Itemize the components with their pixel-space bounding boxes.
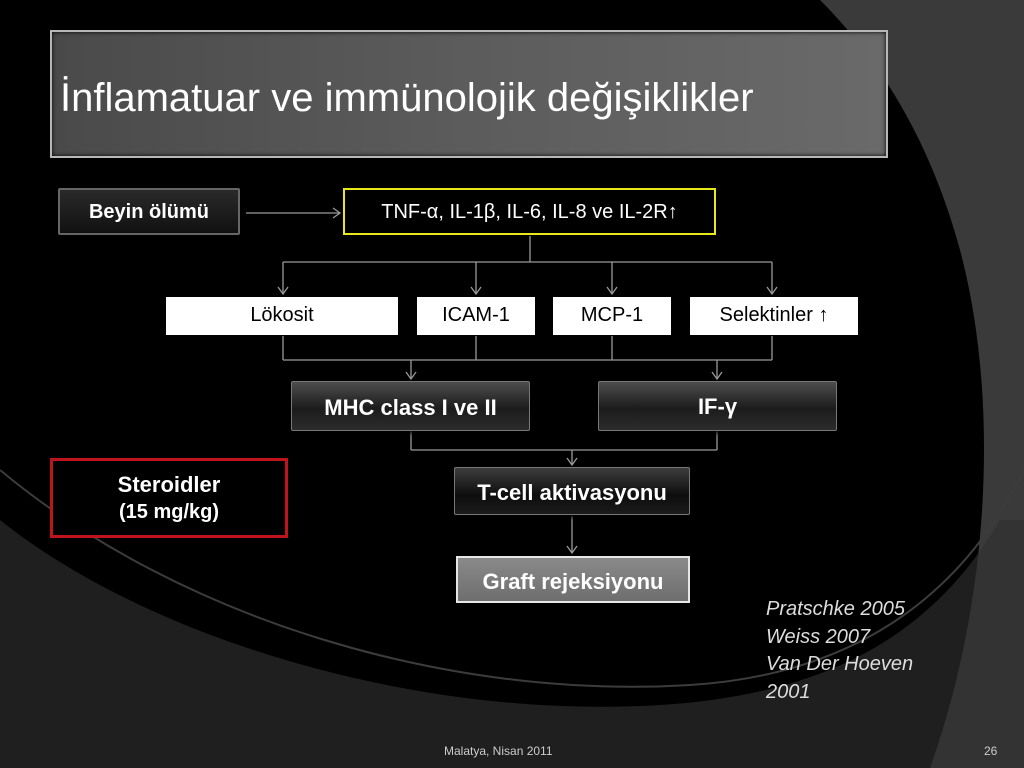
cytokines-label: TNF-α, IL-1β, IL-6, IL-8 ve IL-2R↑	[381, 201, 678, 223]
title-bar: İnflamatuar ve immünolojik değişiklikler	[50, 30, 888, 158]
footer-text: Malatya, Nisan 2011	[444, 744, 553, 758]
marker-label: Selektinler ↑	[719, 304, 829, 326]
marker-label: MCP-1	[580, 304, 644, 326]
mhc-box: MHC class I ve II	[291, 381, 530, 431]
marker-selektinler: Selektinler ↑	[690, 297, 858, 335]
page-number: 26	[984, 744, 998, 758]
reference-item: Pratschke 2005	[766, 598, 905, 620]
mhc-label: MHC class I ve II	[324, 395, 497, 420]
marker-icam1: ICAM-1	[417, 297, 535, 335]
reference-item: Van Der Hoeven	[766, 653, 914, 675]
brain-death-label: Beyin ölümü	[88, 201, 209, 223]
graft-box: Graft rejeksiyonu	[456, 556, 690, 603]
tcell-box: T-cell aktivasyonu	[454, 467, 690, 515]
reference-item: 2001	[766, 680, 811, 703]
marker-lokosit: Lökosit	[166, 297, 398, 335]
marker-mcp1: MCP-1	[553, 297, 671, 335]
ifg-label: IF-γ	[697, 394, 738, 419]
tcell-label: T-cell aktivasyonu	[477, 480, 667, 505]
slide-title: İnflamatuar ve immünolojik değişiklikler	[60, 76, 754, 120]
steroid-dose: (15 mg/kg)	[118, 501, 220, 523]
brain-death-box: Beyin ölümü	[58, 188, 240, 235]
marker-label: ICAM-1	[442, 304, 510, 326]
steroid-box: Steroidler (15 mg/kg)	[50, 458, 288, 538]
references: Pratschke 2005 Weiss 2007 Van Der Hoeven…	[766, 596, 913, 706]
steroid-label: Steroidler	[117, 472, 221, 497]
reference-item: Weiss 2007	[766, 625, 871, 648]
marker-label: Lökosit	[250, 304, 314, 326]
cytokines-box: TNF-α, IL-1β, IL-6, IL-8 ve IL-2R↑	[343, 188, 716, 235]
ifg-box: IF-γ	[598, 381, 837, 431]
graft-label: Graft rejeksiyonu	[482, 569, 664, 594]
